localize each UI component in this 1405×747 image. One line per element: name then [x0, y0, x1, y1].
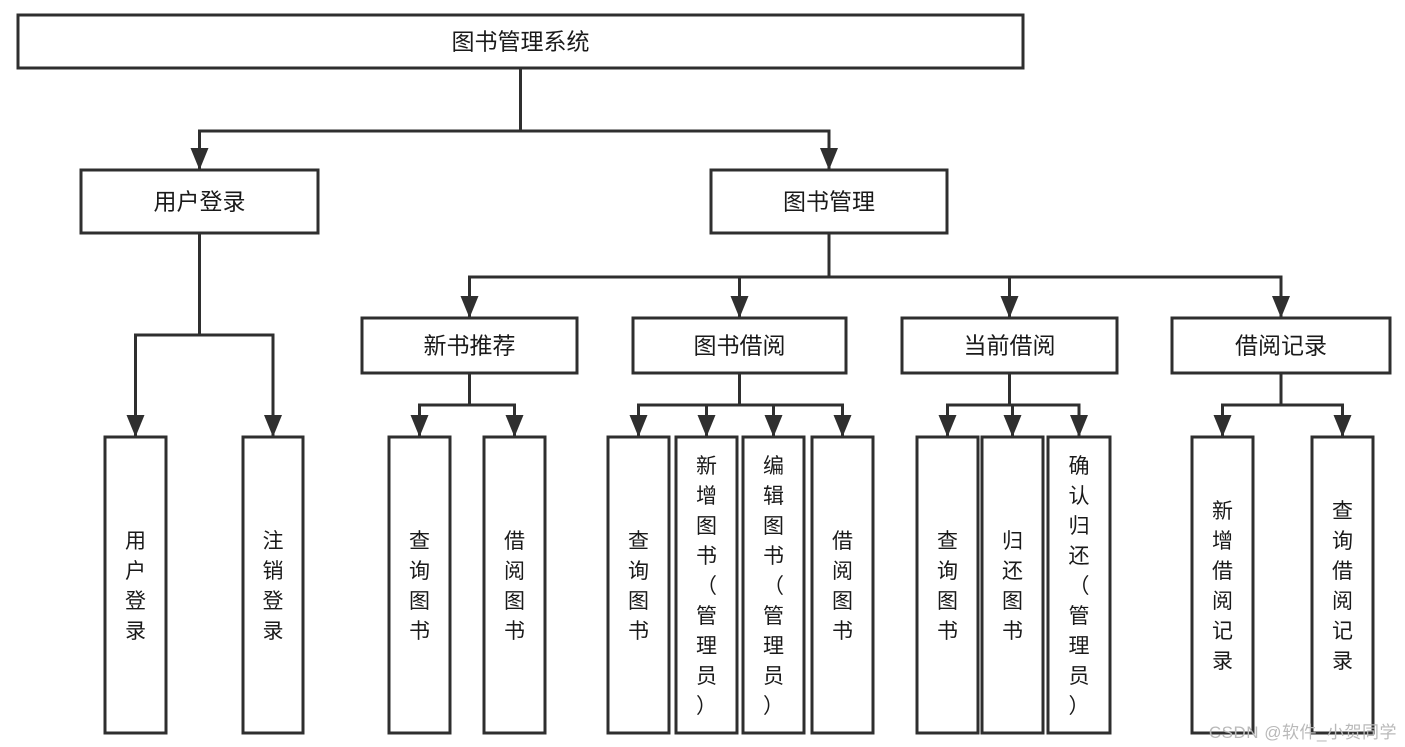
node-leaf-user-logout[interactable]: 注销登录: [241, 435, 305, 735]
node-box: [482, 435, 547, 735]
connector-layer: [126, 66, 1352, 437]
csdn-watermark: CSDN @软件_小贺同学: [1208, 723, 1397, 742]
node-box: [709, 168, 949, 235]
node-box: [674, 435, 739, 735]
node-label: 图书管理: [783, 189, 875, 215]
node-label: 借阅记录: [1235, 333, 1327, 359]
node-label: 归还图书: [1002, 530, 1023, 643]
node-user-login[interactable]: 用户登录: [79, 168, 320, 235]
arrow-head-icon: [1000, 296, 1019, 318]
node-label: 查询图书: [628, 530, 649, 643]
node-leaf-rec-add[interactable]: 新增借阅记录: [1190, 435, 1255, 735]
node-leaf-cur-return[interactable]: 归还图书: [980, 435, 1045, 735]
arrow-head-icon: [833, 415, 852, 437]
node-box: [387, 435, 452, 735]
arrow-head-icon: [505, 415, 524, 437]
node-box: [16, 13, 1025, 70]
node-box: [1310, 435, 1375, 735]
node-current-borrow[interactable]: 当前借阅: [900, 316, 1119, 375]
node-book-manage[interactable]: 图书管理: [709, 168, 949, 235]
arrow-head-icon: [730, 296, 749, 318]
node-box: [1190, 435, 1255, 735]
node-label: 编辑图书（管理员）: [763, 455, 784, 718]
node-leaf-cur-query[interactable]: 查询图书: [915, 435, 980, 735]
node-label: 注销登录: [263, 530, 284, 643]
arrow-head-icon: [1333, 415, 1352, 437]
node-new-book-rec[interactable]: 新书推荐: [360, 316, 579, 375]
arrow-head-icon: [460, 296, 479, 318]
node-box: [1170, 316, 1392, 375]
node-label: 新增借阅记录: [1212, 500, 1233, 673]
node-label: 用户登录: [154, 189, 246, 215]
node-label: 查询图书: [409, 530, 430, 643]
arrow-head-icon: [190, 148, 209, 170]
arrow-head-icon: [820, 148, 838, 170]
node-box: [606, 435, 671, 735]
node-box: [741, 435, 806, 735]
node-leaf-rec-query[interactable]: 查询图书: [387, 435, 452, 735]
node-box: [900, 316, 1119, 375]
node-layer: 图书管理系统用户登录图书管理新书推荐图书借阅当前借阅借阅记录用户登录注销登录查询…: [16, 13, 1392, 735]
arrow-head-icon: [1272, 296, 1290, 318]
node-box: [810, 435, 875, 735]
arrow-head-icon: [126, 415, 145, 437]
arrow-head-icon: [629, 415, 648, 437]
node-box: [103, 435, 168, 735]
arrow-head-icon: [764, 415, 783, 437]
node-leaf-borrow-query[interactable]: 查询图书: [606, 435, 671, 735]
node-box: [241, 435, 305, 735]
node-leaf-rec-search[interactable]: 查询借阅记录: [1310, 435, 1375, 735]
node-label: 图书管理系统: [452, 29, 590, 55]
node-box: [1046, 435, 1112, 735]
node-label: 当前借阅: [964, 333, 1056, 359]
arrow-head-icon: [1003, 415, 1022, 437]
node-leaf-cur-confirm[interactable]: 确认归还（管理员）: [1046, 435, 1112, 735]
arrow-head-icon: [410, 415, 429, 437]
node-box: [980, 435, 1045, 735]
node-leaf-rec-borrow[interactable]: 借阅图书: [482, 435, 547, 735]
arrow-head-icon: [1213, 415, 1232, 437]
arrow-head-icon: [264, 415, 282, 437]
node-label: 新书推荐: [424, 333, 516, 359]
arrow-head-icon: [1070, 415, 1088, 437]
node-label: 查询图书: [937, 530, 958, 643]
node-box: [79, 168, 320, 235]
node-leaf-borrow-do[interactable]: 借阅图书: [810, 435, 875, 735]
node-label: 借阅图书: [504, 530, 525, 643]
node-label: 查询借阅记录: [1332, 500, 1353, 673]
arrow-head-icon: [697, 415, 716, 437]
node-leaf-borrow-add[interactable]: 新增图书（管理员）: [674, 435, 739, 735]
node-box: [915, 435, 980, 735]
node-box: [360, 316, 579, 375]
node-label: 图书借阅: [694, 333, 786, 359]
node-box: [631, 316, 848, 375]
node-label: 新增图书（管理员）: [696, 455, 717, 718]
node-book-borrow[interactable]: 图书借阅: [631, 316, 848, 375]
node-label: 确认归还（管理员）: [1069, 455, 1090, 718]
node-borrow-record[interactable]: 借阅记录: [1170, 316, 1392, 375]
node-label: 借阅图书: [832, 530, 853, 643]
arrow-head-icon: [938, 415, 957, 437]
node-label: 用户登录: [125, 530, 146, 643]
node-leaf-borrow-edit[interactable]: 编辑图书（管理员）: [741, 435, 806, 735]
node-leaf-user-login[interactable]: 用户登录: [103, 435, 168, 735]
node-root[interactable]: 图书管理系统: [16, 13, 1025, 70]
